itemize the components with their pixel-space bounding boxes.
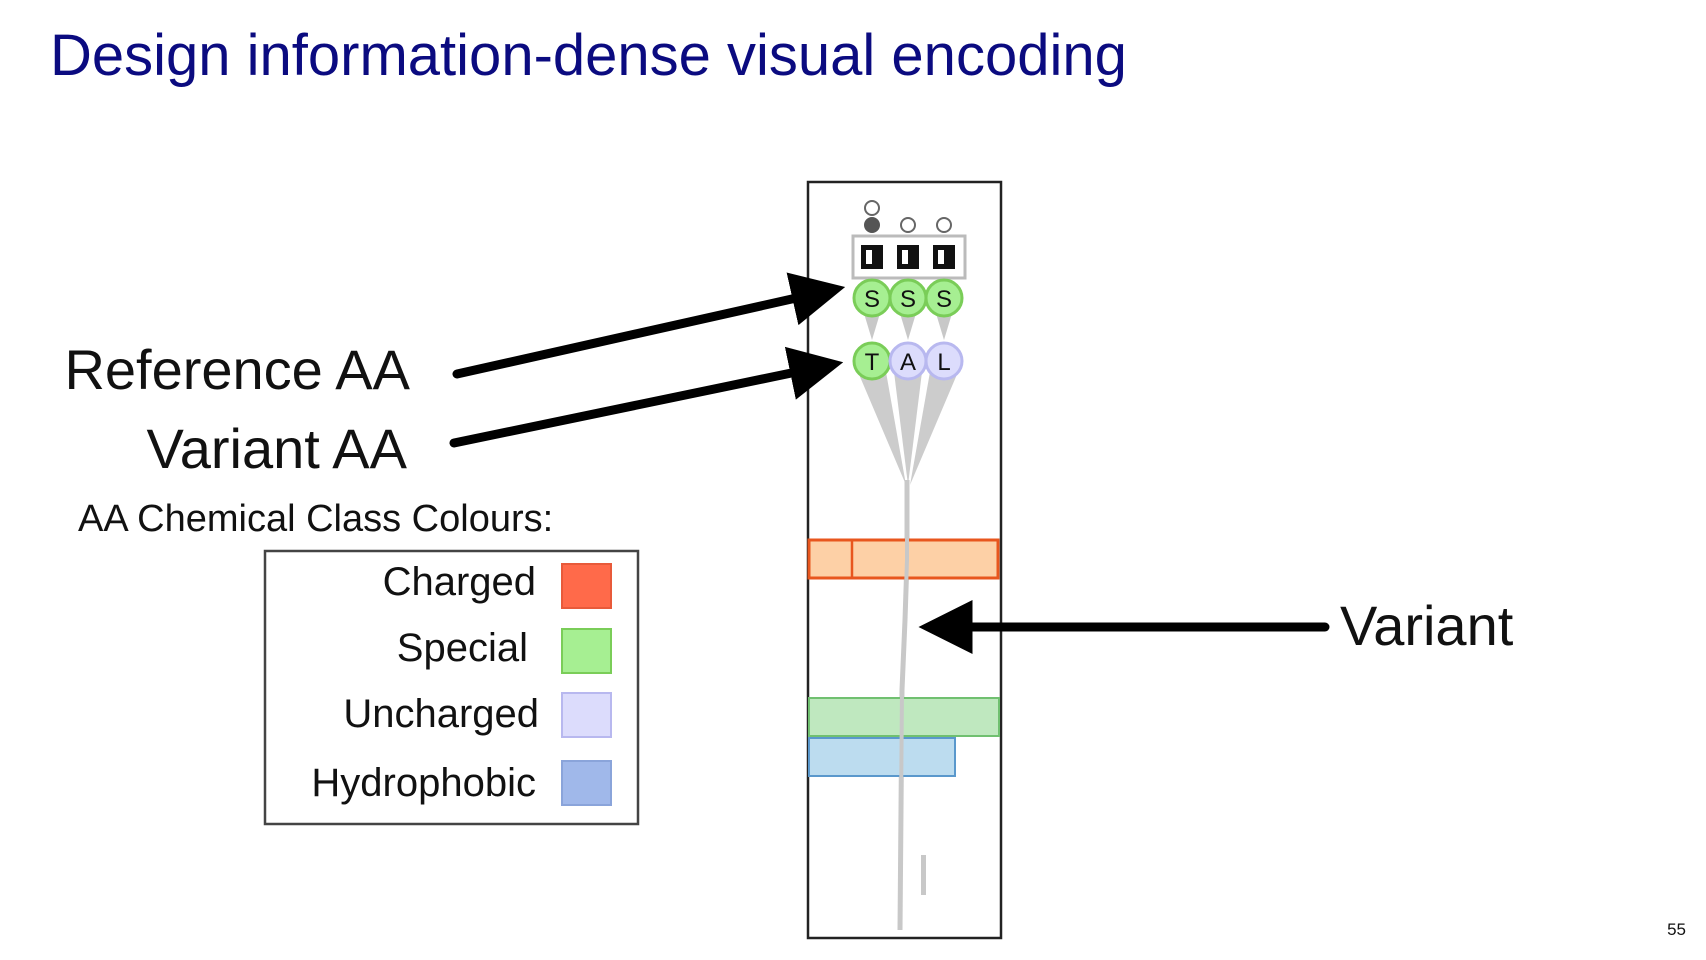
legend-heading: AA Chemical Class Colours: bbox=[78, 498, 553, 540]
variant-fan bbox=[858, 372, 958, 485]
charged-feature-bar bbox=[807, 538, 1000, 580]
feature-bars bbox=[807, 538, 1000, 777]
legend-label-uncharged: Uncharged bbox=[343, 692, 539, 736]
position-marker-icon bbox=[936, 217, 952, 233]
variant-residue-3: L bbox=[937, 349, 950, 376]
variant-aa-label: Variant AA bbox=[147, 417, 408, 480]
reference-residue-1: S bbox=[864, 286, 880, 313]
reference-aa-arrow bbox=[452, 272, 846, 379]
position-marker-icon bbox=[864, 200, 880, 216]
residue-circle bbox=[924, 278, 964, 318]
hydrophobic-feature-bar bbox=[808, 737, 956, 777]
tick-mark bbox=[921, 855, 926, 895]
variant-aa-arrow bbox=[449, 346, 844, 448]
reference-residue-3: S bbox=[936, 286, 952, 313]
legend-swatch-special bbox=[561, 628, 612, 674]
legend-swatch-charged bbox=[561, 563, 612, 609]
legend-label-charged: Charged bbox=[383, 560, 536, 604]
reference-aa-label: Reference AA bbox=[64, 338, 410, 401]
special-feature-bar bbox=[808, 697, 1000, 737]
slide-title: Design information-dense visual encoding bbox=[50, 23, 1127, 88]
variant-label: Variant bbox=[1340, 594, 1514, 657]
legend-swatch-hydrophobic bbox=[561, 760, 612, 806]
position-markers bbox=[864, 200, 952, 233]
variant-residues: T A L bbox=[852, 341, 964, 381]
legend-label-hydrophobic: Hydrophobic bbox=[311, 761, 536, 805]
variant-residue-2: A bbox=[900, 349, 916, 376]
variant-residue-1: T bbox=[865, 349, 880, 376]
reference-residue-2: S bbox=[900, 286, 916, 313]
page-number: 55 bbox=[1667, 920, 1686, 939]
legend-label-special: Special bbox=[397, 626, 528, 670]
residue-circle bbox=[924, 341, 964, 381]
reference-residues: S S S bbox=[852, 278, 964, 318]
position-marker-filled-icon bbox=[864, 217, 880, 233]
position-marker-icon bbox=[900, 217, 916, 233]
codon-boxes bbox=[851, 234, 967, 280]
legend-swatch-uncharged bbox=[561, 692, 612, 738]
